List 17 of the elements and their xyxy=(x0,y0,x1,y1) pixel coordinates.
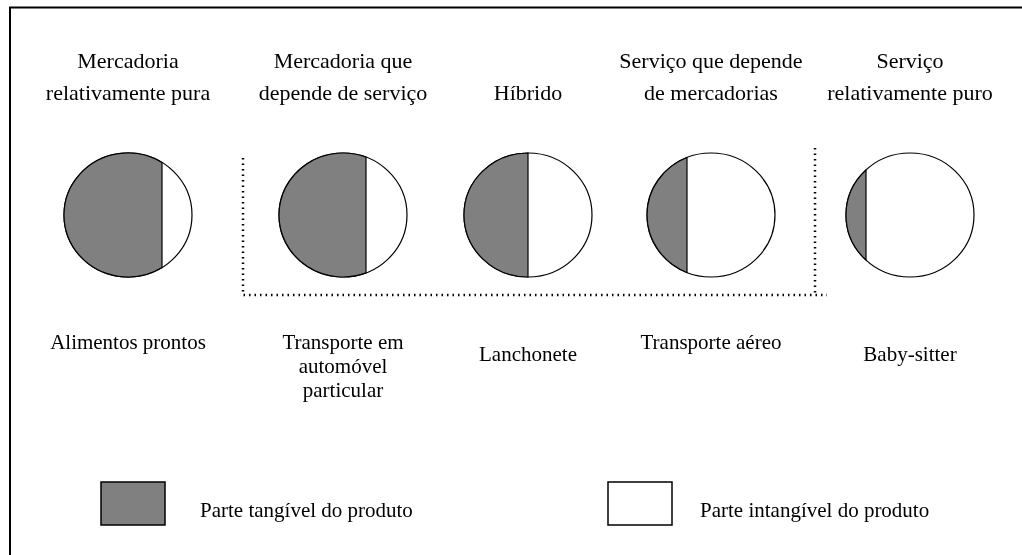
category-heading: Serviço que depende de mercadorias xyxy=(618,47,804,107)
category-circle xyxy=(846,153,974,277)
example-caption: Transporte em automóvel particular xyxy=(281,330,405,402)
category-heading: Serviço relativamente puro xyxy=(826,47,994,107)
category-heading: Híbrido xyxy=(492,79,564,107)
example-caption: Transporte aéreo xyxy=(639,330,783,354)
example-caption: Baby-sitter xyxy=(862,342,958,366)
category-circle xyxy=(647,153,775,277)
legend-label: Parte intangível do produto xyxy=(700,498,930,522)
legend-label: Parte tangível do produto xyxy=(200,498,413,522)
example-caption: Alimentos prontos xyxy=(49,330,207,354)
category-heading: Mercadoria que depende de serviço xyxy=(257,47,429,107)
category-circle xyxy=(464,153,592,277)
example-caption: Lanchonete xyxy=(478,342,578,366)
category-circle xyxy=(279,153,407,277)
category-heading: Mercadoria relativamente pura xyxy=(44,47,212,107)
category-circle xyxy=(64,153,192,277)
